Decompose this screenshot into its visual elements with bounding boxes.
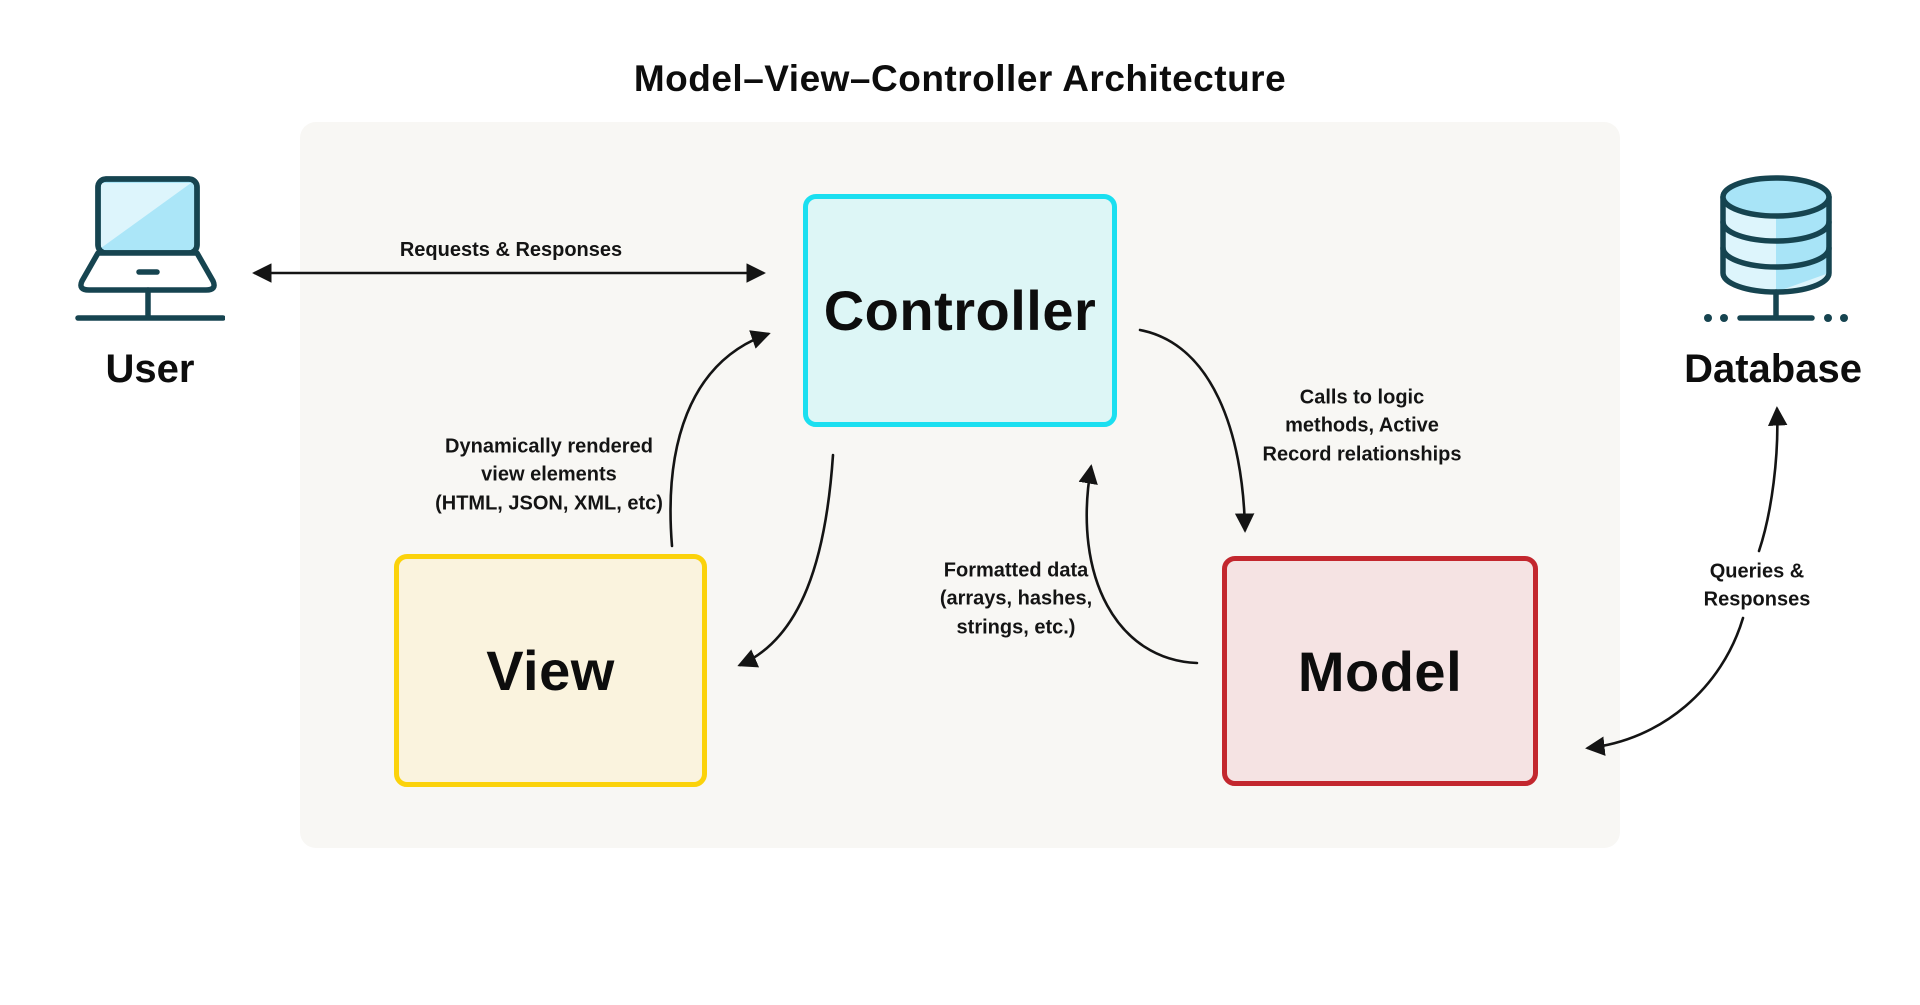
database-icon — [1700, 172, 1850, 327]
laptop-icon — [75, 172, 225, 327]
edge-label-formatted-data: Formatted data (arrays, hashes, strings,… — [939, 559, 1093, 639]
edge-label-requests-responses: Requests & Responses — [399, 238, 623, 261]
model-node-label: Model — [1297, 639, 1463, 703]
model-node: Model — [1222, 556, 1538, 786]
edge-label-calls-to-logic: Calls to logic methods, Active Record re… — [1262, 386, 1462, 466]
database-label: Database — [1684, 347, 1862, 391]
controller-node: Controller — [803, 194, 1117, 427]
diagram-title: Model–View–Controller Architecture — [633, 58, 1287, 99]
edge-label-queries-responses: Queries & Responses — [1703, 560, 1811, 611]
arrow-model-to-database — [1757, 406, 1788, 553]
view-node: View — [394, 554, 707, 787]
user-label: User — [105, 347, 195, 391]
controller-node-label: Controller — [823, 279, 1097, 342]
edge-label-dynamically-rendered: Dynamically rendered view elements (HTML… — [435, 435, 663, 515]
view-node-label: View — [486, 639, 615, 702]
